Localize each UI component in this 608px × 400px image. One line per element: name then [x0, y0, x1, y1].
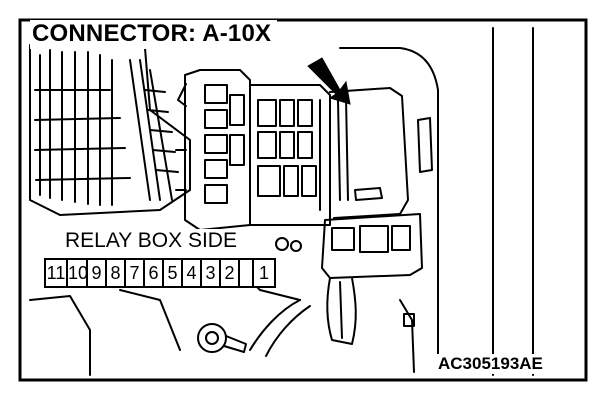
- connector-housing: [321, 213, 423, 279]
- pin-gap: [240, 260, 254, 286]
- housing-outline: [29, 44, 191, 216]
- pin-label: 1: [258, 263, 269, 283]
- wire-harness: [326, 277, 357, 345]
- body-panel-edge: [339, 47, 439, 373]
- fuse-block-center: [249, 84, 331, 226]
- pin-label: 5: [164, 260, 183, 286]
- pin-label: 3: [202, 260, 221, 286]
- pin-label: 2: [221, 260, 240, 286]
- panel-bracket: [417, 117, 433, 173]
- pin-label: 10: [68, 260, 88, 286]
- pin-label: 11: [46, 260, 68, 286]
- pin-label: 6: [145, 260, 164, 286]
- pin-label: 7: [126, 260, 145, 286]
- relay-box-cover: [329, 87, 409, 219]
- fuse-box-left: [184, 69, 251, 231]
- connector-pin-row: 11 10 9 8 7 6 5 4 3 2 1: [44, 258, 276, 288]
- figure-frame: [18, 18, 588, 382]
- pin-label: 4: [183, 260, 202, 286]
- line-art: [29, 27, 534, 376]
- indicator-arrow: [307, 57, 351, 105]
- pin-label: 9: [88, 260, 107, 286]
- pin-label: 8: [107, 260, 126, 286]
- diagram-title: CONNECTOR: A-10X: [30, 20, 278, 49]
- ground-terminal: [197, 323, 227, 353]
- relay-box-side-label: RELAY BOX SIDE: [62, 229, 240, 253]
- figure-code: AC305193AE: [436, 354, 545, 374]
